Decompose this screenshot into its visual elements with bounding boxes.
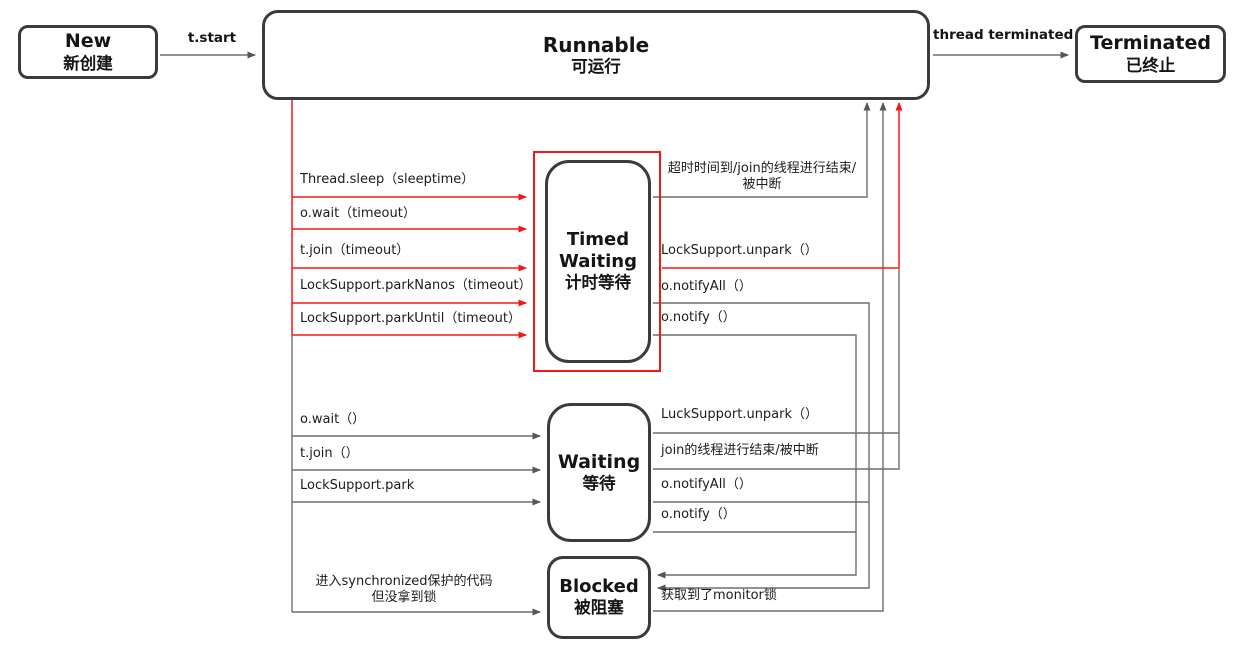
- label-lucksupport-unpark: LuckSupport.unpark（）: [661, 407, 819, 422]
- label-owait: o.wait（）: [300, 412, 366, 427]
- label-tw-notifyall: o.notifyAll（）: [661, 279, 752, 294]
- label-got-monitor: 获取到了monitor锁: [661, 588, 777, 603]
- arrow-unpark-to-runnable: [662, 102, 903, 269]
- state-terminated: Terminated 已终止: [1075, 25, 1226, 83]
- state-runnable-label-en: Runnable: [542, 32, 650, 57]
- label-parkuntil: LockSupport.parkUntil（timeout）: [300, 311, 521, 326]
- state-timed-waiting: Timed Waiting 计时等待: [545, 160, 651, 363]
- label-t-start: t.start: [187, 30, 237, 46]
- label-thread-terminated: thread terminated: [933, 27, 1074, 43]
- label-parknanos: LockSupport.parkNanos（timeout）: [300, 278, 532, 293]
- label-tjoin-timeout: t.join（timeout）: [300, 243, 410, 258]
- label-owait-timeout: o.wait（timeout）: [300, 206, 416, 221]
- state-blocked-label-zh: 被阻塞: [574, 598, 624, 618]
- waiting-join-finish-line: [653, 269, 900, 470]
- state-waiting: Waiting 等待: [547, 403, 651, 542]
- label-timeout-finish: 超时时间到/join的线程进行结束/ 被中断: [656, 161, 868, 192]
- arrow-notify-bus-to-blocked: [653, 334, 857, 579]
- label-timeout-finish-line2: 被中断: [742, 176, 782, 192]
- state-terminated-label-en: Terminated: [1090, 32, 1211, 55]
- timed-waiting-highlight-frame: [533, 151, 661, 372]
- label-lockpark: LockSupport.park: [300, 478, 415, 493]
- arrow-timeout-to-runnable: [653, 102, 871, 198]
- label-w-notifyall: o.notifyAll（）: [661, 477, 752, 492]
- label-tw-notify: o.notify（）: [661, 310, 736, 325]
- label-tjoin: t.join（）: [300, 446, 359, 461]
- arrow-monitor-to-runnable: [653, 102, 887, 612]
- state-new-label-en: New: [64, 30, 112, 53]
- state-timed-waiting-label-zh: 计时等待: [565, 273, 631, 293]
- arrow-notifyall-bus-to-blocked: [653, 302, 870, 592]
- state-blocked: Blocked 被阻塞: [547, 556, 651, 639]
- label-timeout-finish-line1: 超时时间到/join的线程进行结束/: [667, 161, 857, 176]
- state-new-label-zh: 新创建: [63, 53, 113, 73]
- label-w-notify: o.notify（）: [661, 507, 736, 522]
- state-runnable-label-zh: 可运行: [571, 57, 621, 77]
- label-join-finish: join的线程进行结束/被中断: [661, 443, 819, 458]
- label-locksupport-unpark: LockSupport.unpark（）: [661, 243, 818, 258]
- label-enter-synchronized-line1: 进入synchronized保护的代码: [315, 574, 493, 589]
- state-blocked-label-en: Blocked: [559, 576, 639, 598]
- state-waiting-label-en: Waiting: [557, 450, 641, 473]
- label-thread-sleep: Thread.sleep（sleeptime）: [300, 172, 475, 187]
- state-new: New 新创建: [18, 25, 158, 79]
- label-enter-synchronized-line2: 但没拿到锁: [371, 589, 437, 605]
- state-timed-waiting-label-en: Timed Waiting: [558, 229, 637, 273]
- state-terminated-label-zh: 已终止: [1125, 55, 1176, 75]
- state-runnable: Runnable 可运行: [262, 10, 930, 100]
- label-enter-synchronized: 进入synchronized保护的代码 但没拿到锁: [296, 574, 512, 605]
- state-waiting-label-zh: 等待: [582, 474, 616, 494]
